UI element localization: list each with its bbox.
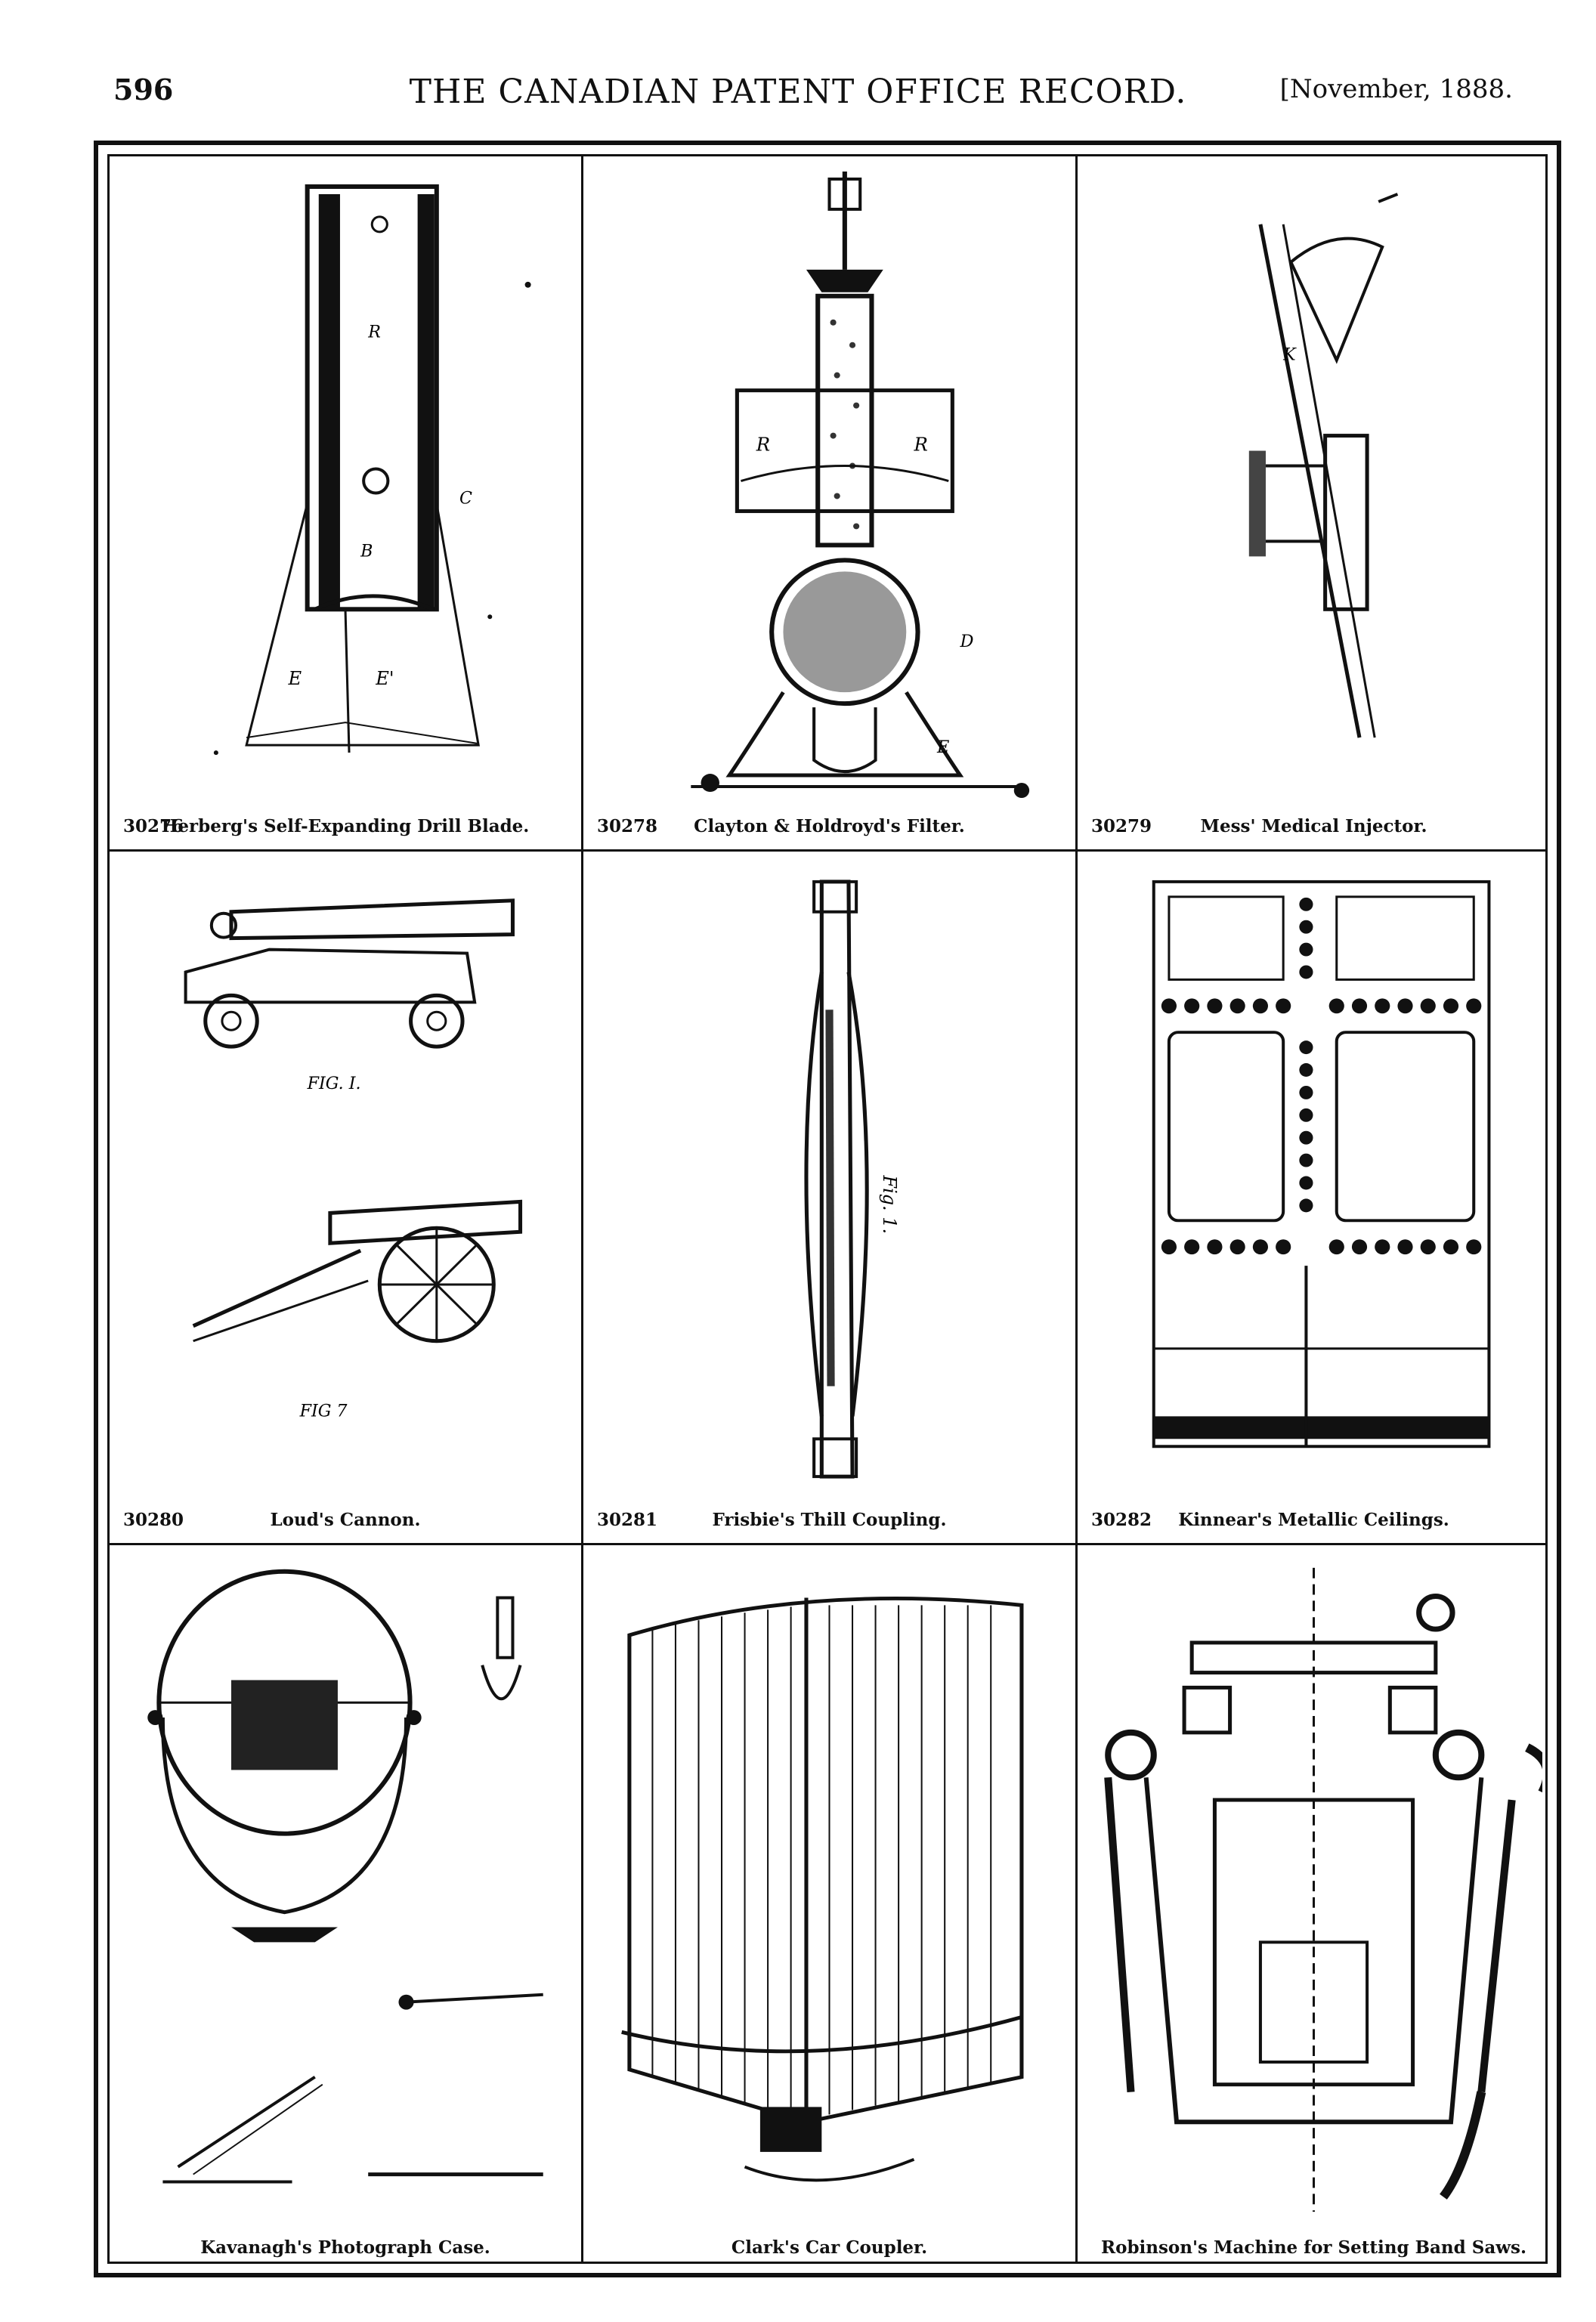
patent-number: 30276 (123, 816, 184, 836)
plate-cell: Robinson's Machine for Setting Band Saws… (1078, 1545, 1552, 2271)
patent-number: 30278 (597, 816, 658, 836)
patent-title: Mess' Medical Injector. (1200, 816, 1427, 836)
patent-number: 30280 (123, 1510, 184, 1530)
plate-caption: Kavanagh's Photograph Case. (110, 2234, 581, 2262)
plate-cell: Clark's Car Coupler. (583, 1545, 1075, 2271)
svg-text:C: C (459, 490, 472, 509)
drill-blade-illustration: E E' C B R (117, 164, 574, 805)
grid-divider (581, 156, 583, 2262)
plate-caption: 30280 Loud's Cannon. (110, 1507, 581, 1534)
metallic-ceiling-illustration (1085, 859, 1542, 1499)
plate-caption: 30282 Kinnear's Metallic Ceilings. (1078, 1507, 1550, 1534)
patent-title: Herberg's Self-Expanding Drill Blade. (161, 816, 530, 836)
plate-caption: 30278 Clayton & Holdroyd's Filter. (583, 813, 1075, 840)
band-saw-machine-illustration (1085, 1553, 1552, 2227)
patent-number: 30281 (597, 1510, 658, 1530)
filter-illustration: R R D E (591, 164, 1068, 805)
cannon-illustration: FIG. I. FIG 7 (117, 859, 574, 1499)
issue-date: [November, 1888. (1279, 74, 1513, 104)
svg-text:D: D (960, 632, 974, 651)
patent-title: Loud's Cannon. (270, 1510, 421, 1530)
plates-frame: E E' C B R 30276 Herberg's Self-Expandin… (94, 141, 1561, 2277)
svg-text:E: E (936, 737, 949, 757)
svg-text:R: R (756, 434, 770, 456)
plate-caption: Robinson's Machine for Setting Band Saws… (1078, 2234, 1550, 2262)
car-coupler-illustration (591, 1553, 1068, 2227)
patent-title: Clayton & Holdroyd's Filter. (694, 816, 965, 836)
journal-title: THE CANADIAN PATENT OFFICE RECORD. (409, 73, 1187, 111)
grid-divider (110, 1543, 1545, 1545)
patent-number: 30279 (1091, 816, 1152, 836)
patent-title: Kinnear's Metallic Ceilings. (1178, 1510, 1449, 1530)
svg-text:R: R (367, 323, 381, 342)
svg-text:E: E (287, 668, 302, 689)
grid-divider (1075, 156, 1078, 2262)
svg-text:FIG 7: FIG 7 (299, 1402, 348, 1421)
svg-text:B: B (360, 542, 373, 561)
plate-caption: Clark's Car Coupler. (583, 2234, 1075, 2262)
plate-cell: Fig. 1. 30281 Frisbie's Thill Coupling. (583, 852, 1075, 1543)
grid-divider (110, 849, 1545, 852)
plate-caption: 30279 Mess' Medical Injector. (1078, 813, 1550, 840)
plate-cell: 30282 Kinnear's Metallic Ceilings. (1078, 852, 1550, 1543)
page-header: 596 THE CANADIAN PATENT OFFICE RECORD. [… (0, 73, 1596, 125)
svg-text:E': E' (375, 668, 394, 689)
svg-text:Fig. 1.: Fig. 1. (879, 1175, 900, 1235)
photograph-case-illustration (117, 1553, 574, 2227)
plate-cell: E E' C B R 30276 Herberg's Self-Expandin… (110, 156, 581, 849)
plate-cell: Kavanagh's Photograph Case. (110, 1545, 581, 2271)
patent-title: Frisbie's Thill Coupling. (712, 1510, 947, 1530)
medical-injector-illustration: K (1085, 164, 1542, 805)
plates-grid: E E' C B R 30276 Herberg's Self-Expandin… (107, 154, 1552, 2264)
svg-text:FIG. I.: FIG. I. (307, 1074, 361, 1093)
plate-cell: FIG. I. FIG 7 30280 Loud's Cannon. (110, 852, 581, 1543)
plate-cell: K 30279 Mess' Medical Injector. (1078, 156, 1550, 849)
patent-number: 30282 (1091, 1510, 1152, 1530)
patent-title: Robinson's Machine for Setting Band Saws… (1100, 2237, 1527, 2258)
thill-coupling-illustration: Fig. 1. (591, 859, 1068, 1499)
patent-title: Kavanagh's Photograph Case. (200, 2237, 490, 2258)
page-number: 596 (113, 73, 174, 107)
plate-caption: 30276 Herberg's Self-Expanding Drill Bla… (110, 813, 581, 840)
patent-title: Clark's Car Coupler. (731, 2237, 928, 2258)
svg-text:R: R (913, 434, 927, 456)
plate-caption: 30281 Frisbie's Thill Coupling. (583, 1507, 1075, 1534)
svg-text:K: K (1282, 346, 1297, 365)
plate-cell: R R D E 30278 Clayton & Holdroyd's Fi (583, 156, 1075, 849)
